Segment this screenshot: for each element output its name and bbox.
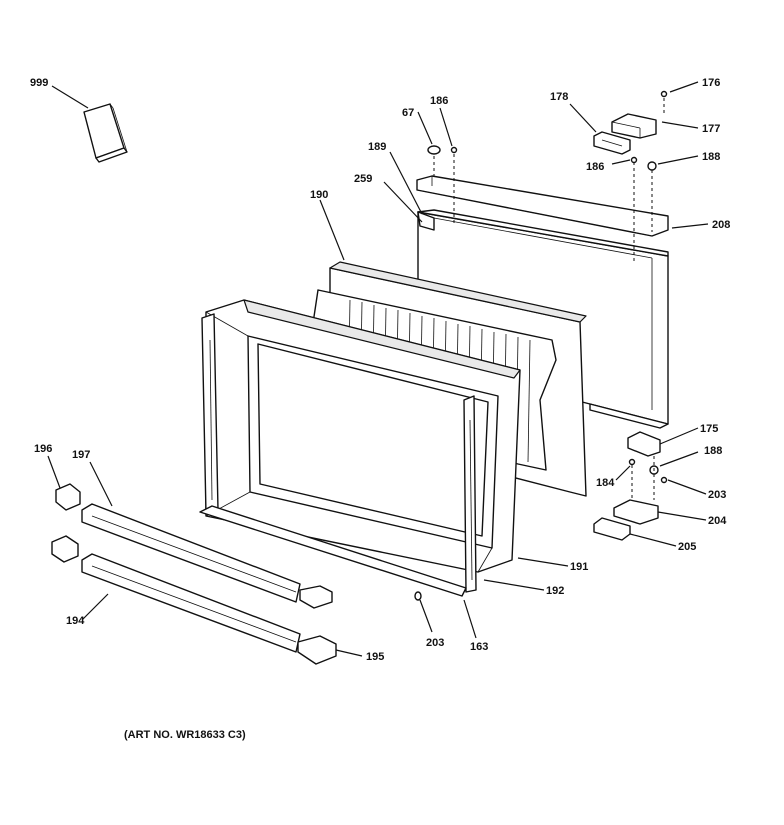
handle-strip-lower — [81, 553, 337, 665]
top-hinge-assembly — [593, 90, 668, 262]
callout-178: 178 — [550, 91, 568, 103]
callout-163: 163 — [470, 641, 488, 653]
callout-203: 203 — [426, 637, 444, 649]
callout-186: 186 — [586, 161, 604, 173]
callout-208: 208 — [712, 219, 730, 231]
callout-204: 204 — [708, 515, 727, 527]
callout-203: 203 — [708, 489, 726, 501]
screw-lower — [414, 591, 422, 601]
callout-195: 195 — [366, 651, 384, 663]
callout-999: 999 — [30, 77, 48, 89]
callout-184: 184 — [596, 477, 615, 489]
door-top-cap — [416, 175, 669, 237]
callout-177: 177 — [702, 123, 720, 135]
callout-176: 176 — [702, 77, 720, 89]
callout-205: 205 — [678, 541, 696, 553]
callout-188: 188 — [702, 151, 720, 163]
handle-strip-upper — [81, 503, 333, 609]
callout-189: 189 — [368, 141, 386, 153]
plug-and-screw — [427, 145, 458, 226]
callout-188: 188 — [704, 445, 722, 457]
callout-196: 196 — [34, 443, 52, 455]
callout-175: 175 — [700, 423, 718, 435]
callout-192: 192 — [546, 585, 564, 597]
leader-lines — [47, 81, 709, 657]
end-caps-left — [51, 483, 81, 563]
callout-67: 67 — [402, 107, 414, 119]
callout-labels: 999 67 186 178 176 177 186 188 189 259 1… — [30, 77, 730, 663]
callout-191: 191 — [570, 561, 588, 573]
callout-197: 197 — [72, 449, 90, 461]
manual-booklet — [83, 103, 128, 163]
callout-259: 259 — [354, 173, 372, 185]
bottom-hinge-assembly — [593, 431, 668, 541]
callout-190: 190 — [310, 189, 328, 201]
breaker-strip — [199, 313, 477, 597]
art-number: (ART NO. WR18633 C3) — [124, 729, 246, 741]
door-gasket — [205, 299, 521, 573]
callout-186: 186 — [430, 95, 448, 107]
callout-194: 194 — [66, 615, 85, 627]
